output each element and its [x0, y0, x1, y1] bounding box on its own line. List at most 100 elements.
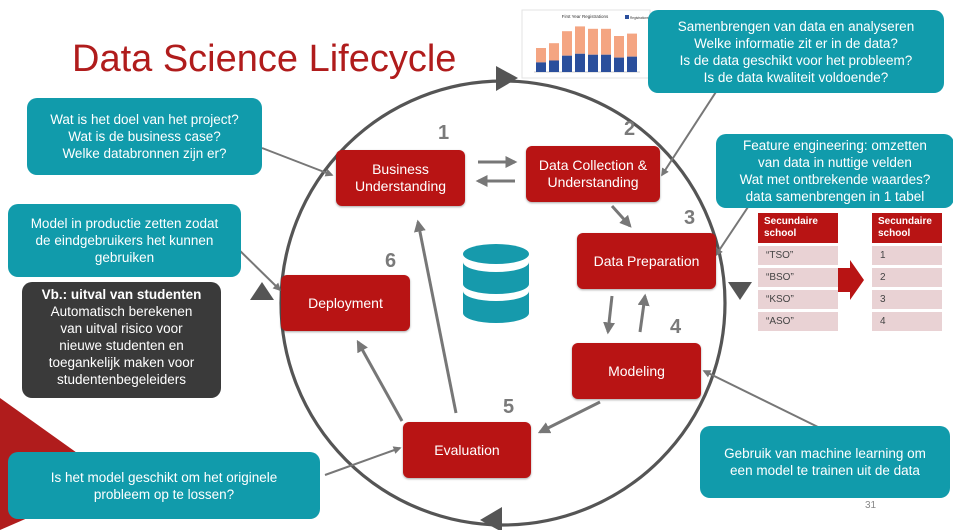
- callout-line: Model in productie zetten zodat: [30, 216, 219, 231]
- database-icon: [463, 244, 529, 323]
- mini-chart: First Year Registrations Registrations: [521, 9, 651, 79]
- callout-line: Wat is de business case?: [68, 129, 221, 144]
- step-label: Deployment: [308, 294, 383, 311]
- mini-chart-bar-lower: [562, 55, 572, 72]
- step-business-understanding[interactable]: Business Understanding: [336, 150, 465, 206]
- table-cell: “TSO”: [758, 246, 838, 265]
- mini-chart-bar-upper: [601, 28, 611, 55]
- step-label: Business Understanding: [354, 161, 447, 194]
- callout-line: van data in nuttige velden: [758, 155, 912, 170]
- table-cell: “ASO”: [758, 312, 838, 331]
- callout-line: gebruiken: [94, 250, 155, 265]
- callout-line: Samenbrengen van data en analyseren: [677, 18, 915, 34]
- callout-line: Gebruik van machine learning om: [724, 446, 926, 461]
- step-number-1: 1: [438, 122, 450, 144]
- mini-chart-bar-lower: [601, 54, 611, 72]
- mini-chart-bar-upper: [549, 43, 559, 61]
- mini-chart-bar-lower: [614, 57, 624, 72]
- callout-line: probleem op te lossen?: [93, 486, 235, 502]
- example-line: van uitval risico voor: [60, 321, 183, 336]
- mini-chart-bar-upper: [562, 31, 572, 56]
- table-cell: 3: [872, 290, 942, 309]
- callout-line: Wat is het doel van het project?: [50, 112, 239, 127]
- step-data-preparation[interactable]: Data Preparation: [577, 233, 716, 289]
- table-row: “BSO”: [758, 268, 838, 287]
- mini-chart-bar-upper: [536, 48, 546, 63]
- mini-chart-bar-upper: [614, 36, 624, 58]
- step-label: Data Collection & Understanding: [538, 157, 648, 190]
- example-line: nieuwe studenten en: [59, 338, 184, 353]
- step-label: Modeling: [608, 362, 665, 379]
- connector-evaluation: [324, 446, 402, 476]
- mini-chart-bar-lower: [549, 60, 559, 72]
- connector-collection: [661, 77, 726, 177]
- circle-arrow-right-icon: [728, 282, 752, 300]
- table-row: 2: [872, 268, 942, 287]
- table-cell: 4: [872, 312, 942, 331]
- arrow-4-to-3: [637, 293, 650, 333]
- table-cell: “BSO”: [758, 268, 838, 287]
- table-row: “TSO”: [758, 246, 838, 265]
- mini-chart-bar-upper: [575, 26, 585, 54]
- callout-modeling: Gebruik van machine learning om een mode…: [700, 426, 950, 498]
- callout-business: Wat is het doel van het project? Wat is …: [27, 98, 262, 175]
- callout-line: data samenbrengen in 1 tabel: [745, 189, 925, 204]
- arrow-2-to-3: [610, 204, 632, 228]
- callout-line: een model te trainen uit de data: [730, 463, 920, 478]
- callout-deployment: Model in productie zetten zodat de eindg…: [8, 204, 241, 277]
- example-heading: Vb.: uitval van studenten: [41, 287, 202, 302]
- callout-preparation: Feature engineering: omzetten van data i…: [716, 134, 953, 208]
- step-number-3: 3: [684, 207, 696, 229]
- callout-line: Welke informatie zit er in de data?: [694, 35, 898, 51]
- arrow-3-to-4: [603, 295, 616, 335]
- table-row: “KSO”: [758, 290, 838, 309]
- table-row: 3: [872, 290, 942, 309]
- example-line: studentenbegeleiders: [56, 372, 187, 387]
- table-row: “ASO”: [758, 312, 838, 331]
- step-evaluation[interactable]: Evaluation: [403, 422, 531, 478]
- step-label: Data Preparation: [593, 252, 700, 269]
- connector-modeling: [702, 370, 821, 429]
- step-deployment[interactable]: Deployment: [281, 275, 410, 331]
- circle-arrow-top-icon: [496, 66, 518, 91]
- table-row: 4: [872, 312, 942, 331]
- example-box: Vb.: uitval van studenten Automatisch be…: [22, 282, 221, 398]
- mini-chart-bar-upper: [627, 33, 637, 57]
- arrow-4-to-5: [537, 400, 601, 434]
- circle-arrow-left-icon: [250, 282, 274, 300]
- callout-line: de eindgebruikers het kunnen: [35, 233, 214, 248]
- step-number-5: 5: [503, 396, 515, 418]
- mini-chart-bar-lower: [536, 62, 546, 72]
- callout-line: Is de data kwaliteit voldoende?: [703, 69, 889, 85]
- arrow-5-to-6: [356, 339, 404, 422]
- callout-collection: Samenbrengen van data en analyseren Welk…: [648, 10, 944, 93]
- callout-line: Feature engineering: omzetten: [743, 138, 927, 153]
- arrow-5-to-1: [413, 219, 458, 414]
- callout-line: Is de data geschikt voor het probleem?: [679, 52, 913, 68]
- callout-evaluation: Is het model geschikt om het originele p…: [8, 452, 320, 519]
- table-cell: 2: [872, 268, 942, 287]
- callout-line: Welke databronnen zijn er?: [62, 146, 227, 161]
- mini-chart-bar-lower: [627, 56, 637, 72]
- mini-chart-bar-upper: [588, 28, 598, 55]
- step-data-collection[interactable]: Data Collection & Understanding: [526, 146, 660, 202]
- table-row: 1: [872, 246, 942, 265]
- callout-line: Wat met ontbrekende waardes?: [739, 172, 931, 187]
- step-modeling[interactable]: Modeling: [572, 343, 701, 399]
- mini-chart-title: First Year Registrations: [562, 14, 609, 19]
- page-title: Data Science Lifecycle: [72, 38, 457, 80]
- example-line: toegankelijk maken voor: [48, 355, 195, 370]
- table-cell: 1: [872, 246, 942, 265]
- connector-business: [261, 147, 334, 177]
- transform-arrow-icon: [838, 260, 864, 300]
- example-line: Automatisch berekenen: [50, 304, 193, 319]
- table-cell: “KSO”: [758, 290, 838, 309]
- mini-chart-legend-swatch: [625, 15, 629, 19]
